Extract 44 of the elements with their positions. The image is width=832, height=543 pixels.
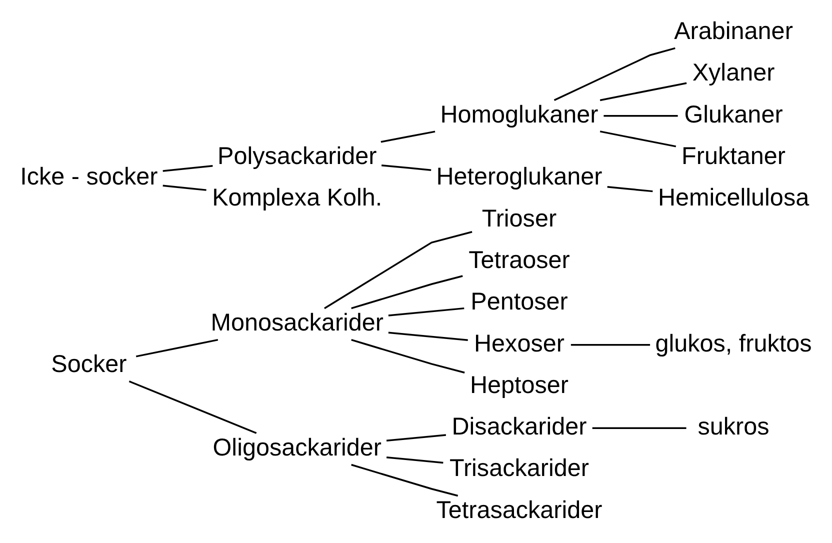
connector	[554, 46, 676, 100]
connector	[162, 164, 213, 172]
node-text: Icke - socker	[20, 163, 158, 190]
connector	[600, 130, 676, 147]
connector	[386, 456, 444, 464]
node-text: sukros	[698, 413, 770, 440]
connector	[351, 274, 463, 309]
node-text: Trioser	[482, 204, 557, 232]
node-text: Trisackarider	[450, 454, 589, 482]
connector	[600, 82, 687, 101]
node-text: Polysackarider	[218, 142, 377, 170]
connector	[388, 306, 464, 316]
connector	[380, 130, 436, 142]
node-text: glukos, fruktos	[655, 330, 812, 357]
connector	[388, 331, 468, 340]
connector	[136, 338, 218, 357]
node-text: Oligosackarider	[212, 434, 382, 461]
node-text: Disackarider	[452, 413, 587, 440]
connector	[570, 344, 650, 346]
node-text: Heptoser	[470, 371, 569, 398]
node-text: Homoglukaner	[440, 100, 598, 128]
node-text: Socker	[51, 350, 127, 378]
connector	[604, 114, 678, 116]
connector	[324, 230, 472, 309]
node-text: Pentoser	[470, 288, 568, 316]
node-text: Tetraoser	[468, 246, 570, 274]
connector	[351, 463, 458, 496]
node-text: Hemicellulosa	[658, 184, 810, 212]
node-text: Fruktaner	[682, 142, 786, 170]
node-text: Komplexa Kolh.	[212, 184, 382, 212]
node-text: Monosackarider	[210, 308, 384, 336]
node-text: Glukaner	[684, 100, 783, 128]
connector	[607, 185, 653, 192]
node-text: Heteroglukaner	[436, 163, 602, 190]
connector	[128, 380, 257, 434]
connector	[592, 426, 686, 429]
connector	[386, 434, 446, 441]
node-text: Xylaner	[692, 59, 775, 86]
node-text: Arabinaner	[674, 17, 793, 44]
node-text: Tetrasackarider	[436, 496, 602, 524]
node-text: Hexoser	[474, 330, 564, 357]
connector	[351, 338, 465, 373]
connector	[162, 184, 206, 190]
connector	[381, 164, 432, 170]
